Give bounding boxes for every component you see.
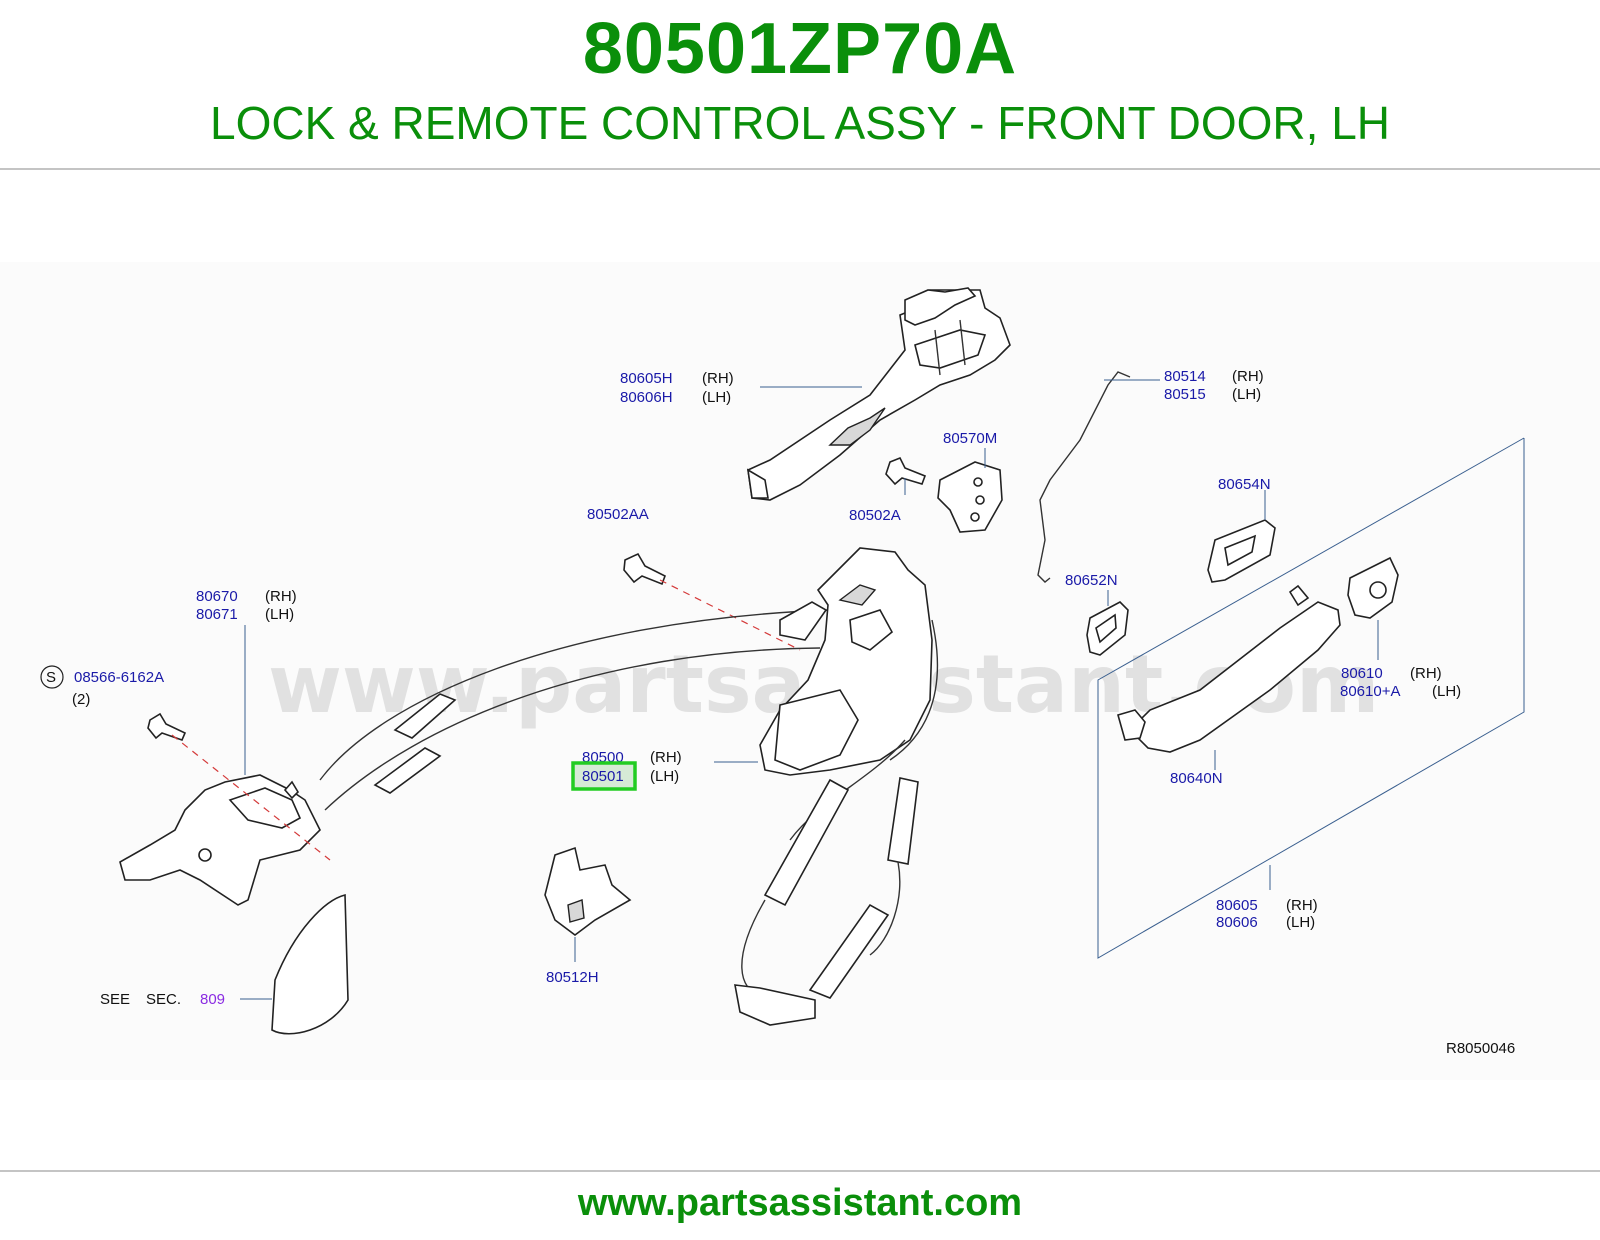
lock-rod [1037,371,1131,583]
label-80502a: 80502A [849,507,901,524]
label-80501[interactable]: 80501 [582,768,624,785]
door-lock-assy-80501 [734,547,939,1026]
label-80670-side: (RH) [265,588,297,605]
clip-80652n [1086,601,1129,656]
bolt-80502aa [623,552,667,586]
label-80671: 80671 [196,606,238,623]
s-mark-circle [40,665,64,689]
label-80610a: 80610+A [1340,683,1400,700]
bracket-80570m [937,461,1003,533]
label-80500-side: (RH) [650,749,682,766]
label-80610-side: (RH) [1410,665,1442,682]
bolt-guide-line [659,579,801,651]
top-divider [0,168,1600,170]
label-80515: 80515 [1164,386,1206,403]
key-cylinder-cap-80610 [1347,556,1399,619]
label-80512h: 80512H [546,969,599,986]
footer-website-link[interactable]: www.partsassistant.com [577,1182,1023,1224]
bottom-divider [0,1170,1600,1172]
part-number-title: 80501ZP70A [582,9,1018,89]
label-80515-side: (LH) [1232,386,1261,403]
label-sec-809[interactable]: 809 [200,991,225,1008]
diagram-ref-code: R8050046 [1446,1040,1515,1057]
header: 80501ZP70A LOCK & REMOTE CONTROL ASSY - … [0,0,1600,170]
label-sec: SEC. [146,991,181,1008]
trim-cover-809 [271,893,349,1035]
bolt-80502a [885,456,927,486]
label-08566-6162a: 08566-6162A [74,669,164,686]
label-80501-side: (LH) [650,768,679,785]
part-description: LOCK & REMOTE CONTROL ASSY - FRONT DOOR,… [209,97,1390,149]
parts-diagram-area: www.partsassistant.com [0,262,1600,1080]
label-80610: 80610 [1341,665,1383,682]
label-see: SEE [100,991,130,1008]
label-80610a-side: (LH) [1432,683,1461,700]
label-80606-side: (LH) [1286,914,1315,931]
label-80654n: 80654N [1218,476,1271,493]
outside-handle-kit-frame [1097,437,1525,959]
label-80605h-side: (RH) [702,370,734,387]
parts-diagram: www.partsassistant.com [40,287,1525,1057]
label-80570m: 80570M [943,430,997,447]
label-80606h: 80606H [620,389,673,406]
escutcheon-80654n [1207,519,1276,583]
label-80502aa: 80502AA [587,506,649,523]
screw-08566 [147,712,187,742]
highlight-80501[interactable] [571,761,637,791]
label-80606h-side: (LH) [702,389,731,406]
remote-cables [319,609,831,811]
outside-handle-bracket [746,287,1011,501]
label-quantity-2: (2) [72,691,90,708]
label-80514-side: (RH) [1232,368,1264,385]
inside-handle-80670 [119,774,321,906]
label-80605h: 80605H [620,370,673,387]
clip-80512h [544,846,632,936]
label-80514: 80514 [1164,368,1206,385]
label-80652n: 80652N [1065,572,1118,589]
outer-handle-80640n [1117,584,1341,753]
label-80606: 80606 [1216,914,1258,931]
label-80670: 80670 [196,588,238,605]
s-mark-letter: S [46,669,56,686]
label-80605-side: (RH) [1286,897,1318,914]
label-80640n: 80640N [1170,770,1223,787]
leader-lines [240,379,1379,1000]
label-80671-side: (LH) [265,606,294,623]
label-80605: 80605 [1216,897,1258,914]
